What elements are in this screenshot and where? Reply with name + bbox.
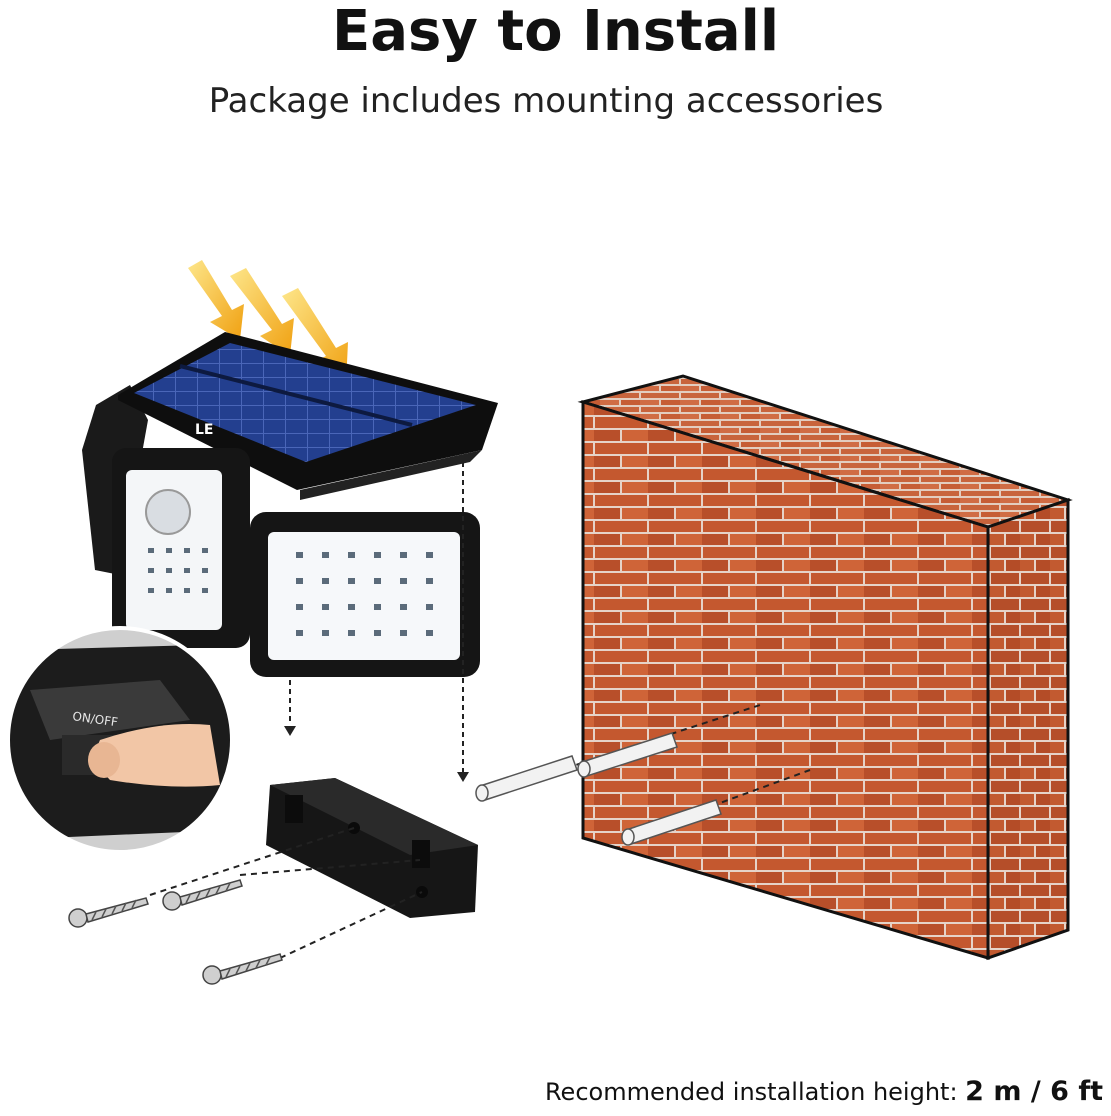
logo-text: LE [195, 422, 213, 438]
screw-icon [68, 879, 283, 985]
solar-light-unit: LE [82, 332, 498, 677]
installation-height-note: Recommended installation height: 2 m / 6… [545, 1072, 1103, 1112]
switch-closeup: ON/OFF [6, 626, 234, 854]
brick-wall [577, 374, 1073, 961]
mounting-bracket [266, 778, 478, 918]
height-value: 2 m / 6 ft [965, 1076, 1103, 1107]
height-label: Recommended installation height: [544, 1078, 958, 1106]
down-arrow-icon [289, 462, 464, 772]
arrow-heads [284, 726, 469, 782]
switch-label: ON/OFF [72, 709, 119, 729]
wall-anchor-icon [475, 732, 722, 846]
page-title: Easy to Install [331, 0, 780, 64]
page-subtitle: Package includes mounting accessories [208, 81, 884, 121]
